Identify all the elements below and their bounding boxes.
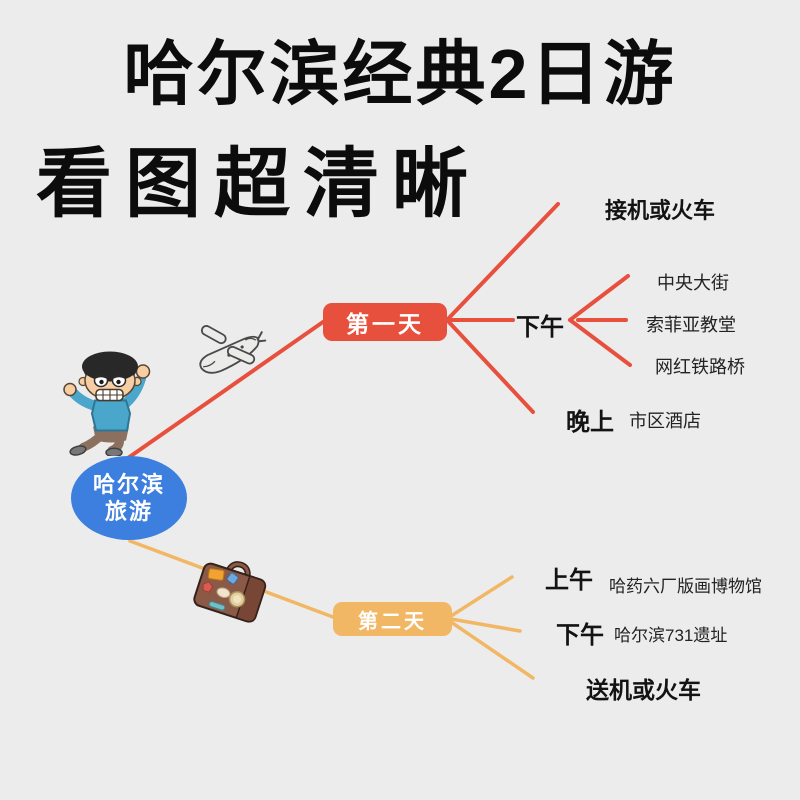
day2-departure-label: 送机或火车 [586, 677, 701, 703]
edge-afternoon-spot1 [568, 274, 630, 322]
day2-label: 第二天 [358, 610, 427, 633]
root-label-line2: 旅游 [104, 499, 153, 524]
day1-label: 第一天 [346, 311, 424, 337]
edge-day2-departure [449, 620, 535, 680]
edge-root-day1 [126, 320, 325, 460]
day1-arrival-label: 接机或火车 [605, 198, 716, 223]
day2-morning-label: 上午 [545, 567, 593, 594]
root-node-harbin-travel: 哈尔滨 旅游 [71, 456, 187, 540]
day2-afternoon-label: 下午 [556, 622, 604, 649]
edge-day2-morning [449, 575, 514, 618]
day1-node: 第一天 [323, 303, 447, 341]
day2-morning-detail: 哈药六厂版画博物馆 [609, 577, 762, 596]
day1-evening-label: 晚上 [566, 409, 614, 436]
edge-day1-arrival [445, 202, 560, 322]
day1-afternoon-label: 下午 [516, 314, 564, 341]
edge-day1-evening [445, 318, 535, 414]
day2-node: 第二天 [333, 602, 452, 636]
day2-afternoon-detail: 哈尔滨731遗址 [614, 626, 728, 645]
airplane-icon [199, 325, 267, 374]
edge-day2-afternoon [449, 617, 522, 633]
page-title: 哈尔滨经典2日游 [123, 35, 677, 113]
suitcase-icon [193, 561, 267, 623]
edge-afternoon-spot3 [568, 318, 632, 367]
dancing-tourist-icon [63, 351, 151, 456]
day1-evening-detail: 市区酒店 [629, 411, 701, 431]
day1-spot-central-street: 中央大街 [657, 273, 729, 293]
page-subtitle: 看图超清晰 [36, 142, 481, 227]
root-label-line1: 哈尔滨 [92, 472, 165, 497]
day1-spot-railway-bridge: 网红铁路桥 [655, 357, 745, 377]
day1-spot-sophia-church: 索菲亚教堂 [646, 315, 736, 335]
